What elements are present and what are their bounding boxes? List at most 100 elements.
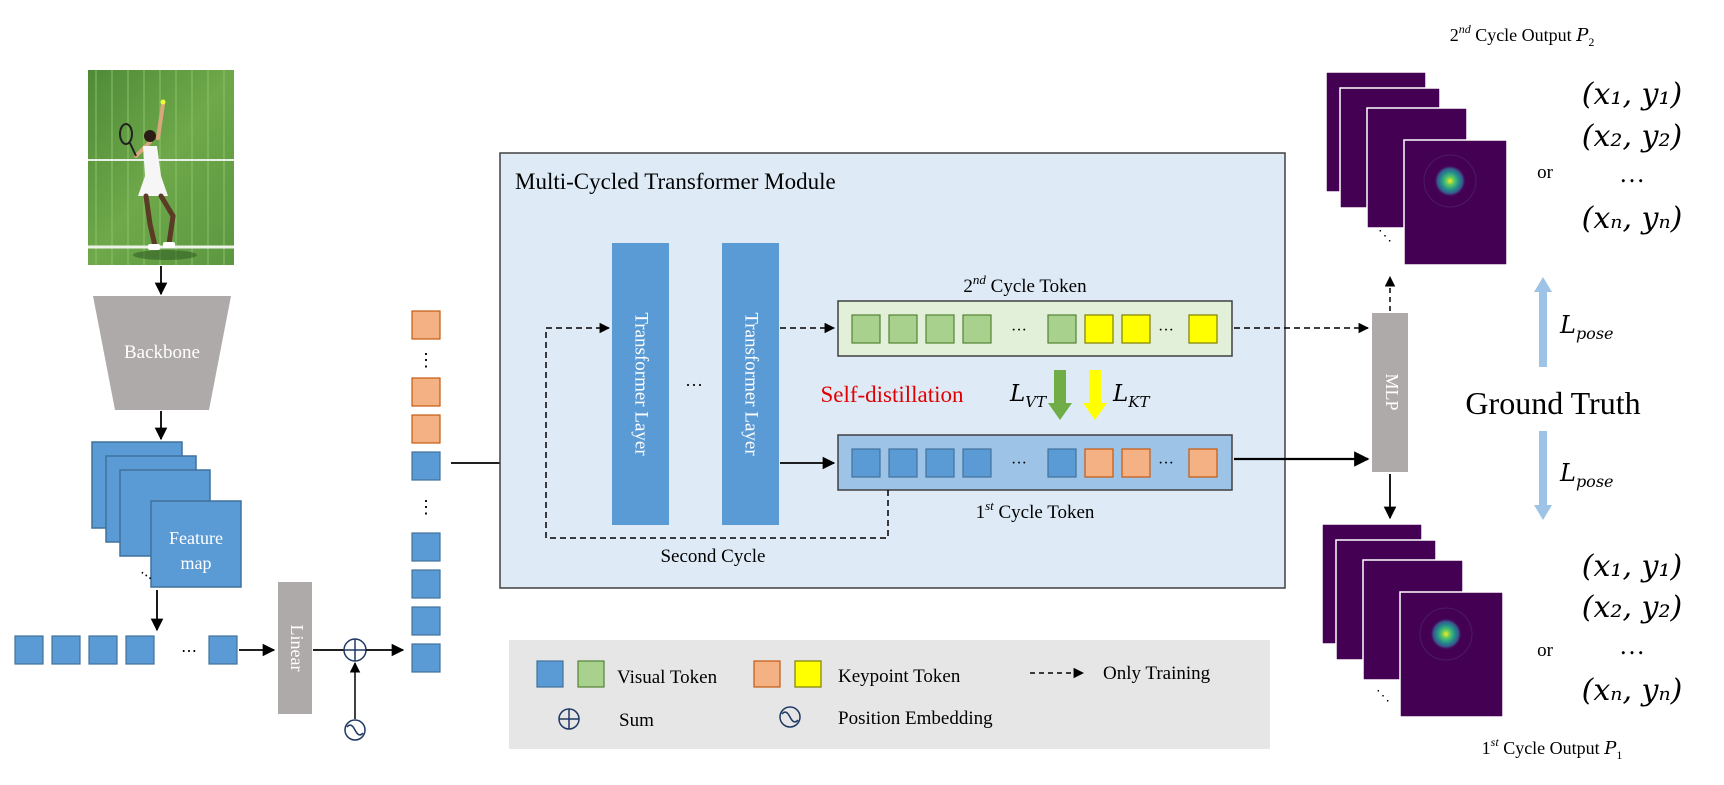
- cycle1-ellipsis-2: ···: [1158, 455, 1174, 472]
- second-cycle-loop: [545, 322, 889, 539]
- coord-bottom-ellipsis: …: [1619, 631, 1645, 660]
- cycle1-token: [888, 448, 918, 478]
- column-token: [411, 451, 441, 481]
- mlp-label: MLP: [1382, 373, 1402, 410]
- tennis-player-figure: [119, 99, 176, 250]
- sum-node: [343, 638, 367, 662]
- coord-bottom-1: (x₁, y₁): [1582, 549, 1682, 584]
- cycle1-token: [962, 448, 992, 478]
- column-token: [411, 310, 441, 340]
- column-token: [411, 377, 441, 407]
- transformer-layer-2: [722, 243, 779, 525]
- row-token: [51, 635, 81, 665]
- feature-map-label-line2: map: [181, 553, 212, 573]
- coord-top-2: (x₂, y₂): [1582, 119, 1682, 154]
- legend-box: [509, 640, 1270, 749]
- coords-bottom: (x₁, y₁) (x₂, y₂) … (xₙ, yₙ): [1582, 549, 1683, 708]
- column-token: [411, 414, 441, 444]
- cycle2-ellipsis-1: ···: [1011, 322, 1027, 339]
- linear-block: [278, 582, 312, 714]
- token-column-ellipsis-top: ⋮: [417, 350, 435, 370]
- transformer-layer-2-label: Transformer Layer: [741, 312, 762, 456]
- cycle1-ellipsis-1: ···: [1011, 455, 1027, 472]
- between-layers-ellipsis: ···: [685, 375, 703, 395]
- token-column-ellipsis-bottom: ⋮: [417, 497, 435, 517]
- output1-heatmap-stack: [1321, 523, 1504, 718]
- backbone-block: [93, 296, 231, 410]
- legend-position-embedding: Position Embedding: [838, 708, 993, 729]
- column-token: [411, 569, 441, 599]
- lpose-top-label: Lpose: [1559, 311, 1614, 343]
- output1-title: 1st Cycle Output P1: [1482, 735, 1623, 762]
- self-distillation-label: Self-distillation: [820, 382, 964, 407]
- cycle2-token: [1084, 314, 1114, 344]
- lkt-arrow: [1083, 370, 1107, 420]
- lvt-arrow: [1048, 370, 1072, 420]
- transformer-layer-1-label: Transformer Layer: [631, 312, 652, 456]
- legend-sum: Sum: [619, 710, 654, 731]
- second-cycle-label: Second Cycle: [660, 546, 765, 567]
- legend-only-training: Only Training: [1103, 663, 1211, 684]
- cycle2-tokens: [851, 314, 1218, 344]
- legend-position-embedding-icon: [779, 706, 801, 728]
- ground-truth-label: Ground Truth: [1465, 385, 1640, 421]
- token-column: [411, 310, 441, 673]
- coord-top-1: (x₁, y₁): [1582, 77, 1682, 112]
- cycle2-ellipsis-2: ···: [1158, 322, 1174, 339]
- cycle2-token: [888, 314, 918, 344]
- or-bottom: or: [1537, 640, 1554, 661]
- cycle2-token-label: 2nd Cycle Token: [963, 272, 1087, 297]
- legend-green-swatch: [577, 660, 605, 688]
- column-token: [411, 532, 441, 562]
- legend-yellow-swatch: [794, 660, 822, 688]
- legend-visual-token: Visual Token: [617, 667, 718, 688]
- output1-ellipsis: ⋱: [1376, 689, 1390, 704]
- cycle1-token: [851, 448, 881, 478]
- legend-keypoint-token: Keypoint Token: [838, 666, 961, 687]
- lvt-label: LVT: [1009, 381, 1047, 411]
- column-token: [411, 606, 441, 636]
- row-token: [88, 635, 118, 665]
- legend-blue-swatch: [536, 660, 564, 688]
- cycle1-token: [1084, 448, 1114, 478]
- cycle1-tokens: [851, 448, 1218, 478]
- cycle1-token: [925, 448, 955, 478]
- cycle1-token: [1121, 448, 1151, 478]
- coord-bottom-n: (xₙ, yₙ): [1582, 673, 1683, 708]
- input-image: [88, 70, 234, 265]
- or-top: or: [1537, 162, 1554, 183]
- legend-orange-swatch: [753, 660, 781, 688]
- lkt-label: LKT: [1112, 381, 1150, 411]
- cycle2-token: [1047, 314, 1077, 344]
- coord-bottom-2: (x₂, y₂): [1582, 590, 1682, 625]
- output2-ellipsis: ⋱: [1378, 229, 1392, 244]
- cycle1-token: [1188, 448, 1218, 478]
- lpose-arrow-up: [1534, 277, 1552, 367]
- feature-map-label-line1: Feature: [169, 528, 223, 548]
- cycle2-token: [962, 314, 992, 344]
- row-token: [208, 635, 238, 665]
- column-token: [411, 643, 441, 673]
- cycle2-token: [1188, 314, 1218, 344]
- position-embedding-icon: [344, 719, 366, 741]
- cycle2-token: [1121, 314, 1151, 344]
- output2-title: 2nd Cycle Output P2: [1450, 22, 1595, 49]
- token-row-ellipsis: ⋯: [181, 643, 197, 660]
- mlp-block: [1372, 313, 1408, 472]
- coord-top-ellipsis: …: [1619, 159, 1645, 188]
- row-token: [14, 635, 44, 665]
- transformer-layer-1: [612, 243, 669, 525]
- backbone-label: Backbone: [124, 342, 200, 363]
- module-title: Multi-Cycled Transformer Module: [515, 169, 836, 194]
- output2-heatmap-stack: [1325, 71, 1508, 266]
- cycle1-token: [1047, 448, 1077, 478]
- lpose-bottom-label: Lpose: [1559, 459, 1614, 491]
- feature-map-stack: [91, 441, 242, 588]
- cycle2-token: [851, 314, 881, 344]
- row-token: [125, 635, 155, 665]
- flattened-token-row: [14, 635, 238, 665]
- linear-label: Linear: [287, 625, 307, 672]
- cycle1-token-label: 1st Cycle Token: [976, 498, 1095, 523]
